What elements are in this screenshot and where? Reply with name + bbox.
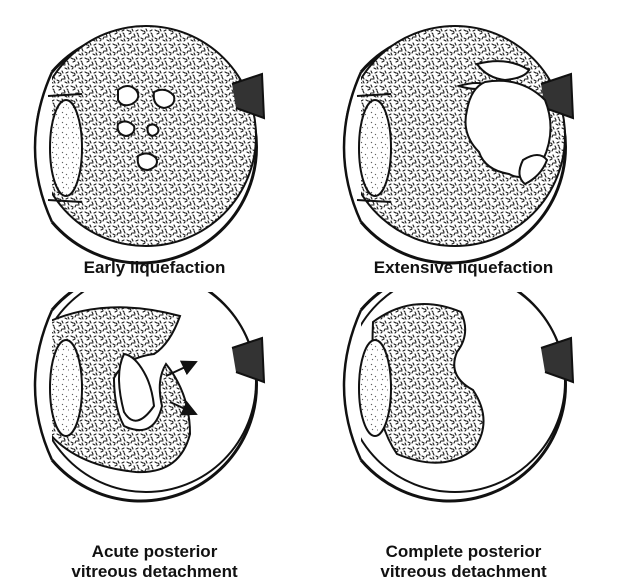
caption-acute: Acute posterior vitreous detachment	[0, 542, 309, 582]
caption-line: Complete posterior	[309, 542, 618, 562]
panel-early-liquefaction: Early liquefaction	[0, 0, 309, 292]
caption-extensive: Extensive liquefaction	[309, 258, 618, 278]
caption-line: Acute posterior	[0, 542, 309, 562]
panel-extensive-liquefaction: Extensive liquefaction	[309, 0, 618, 292]
panel-acute-pvd: Acute posterior vitreous detachment	[0, 292, 309, 584]
caption-early: Early liquefaction	[0, 258, 309, 278]
eye-diagram-extensive	[309, 0, 618, 292]
caption-line: vitreous detachment	[309, 562, 618, 582]
eye-diagram-complete	[309, 292, 618, 584]
caption-complete: Complete posterior vitreous detachment	[309, 542, 618, 582]
caption-line: Extensive liquefaction	[309, 258, 618, 278]
eye-diagram-early	[0, 0, 309, 292]
caption-line: vitreous detachment	[0, 562, 309, 582]
eye-diagram-acute	[0, 292, 309, 584]
eye-outline	[35, 26, 264, 263]
caption-line: Early liquefaction	[0, 258, 309, 278]
panel-complete-pvd: Complete posterior vitreous detachment	[309, 292, 618, 584]
